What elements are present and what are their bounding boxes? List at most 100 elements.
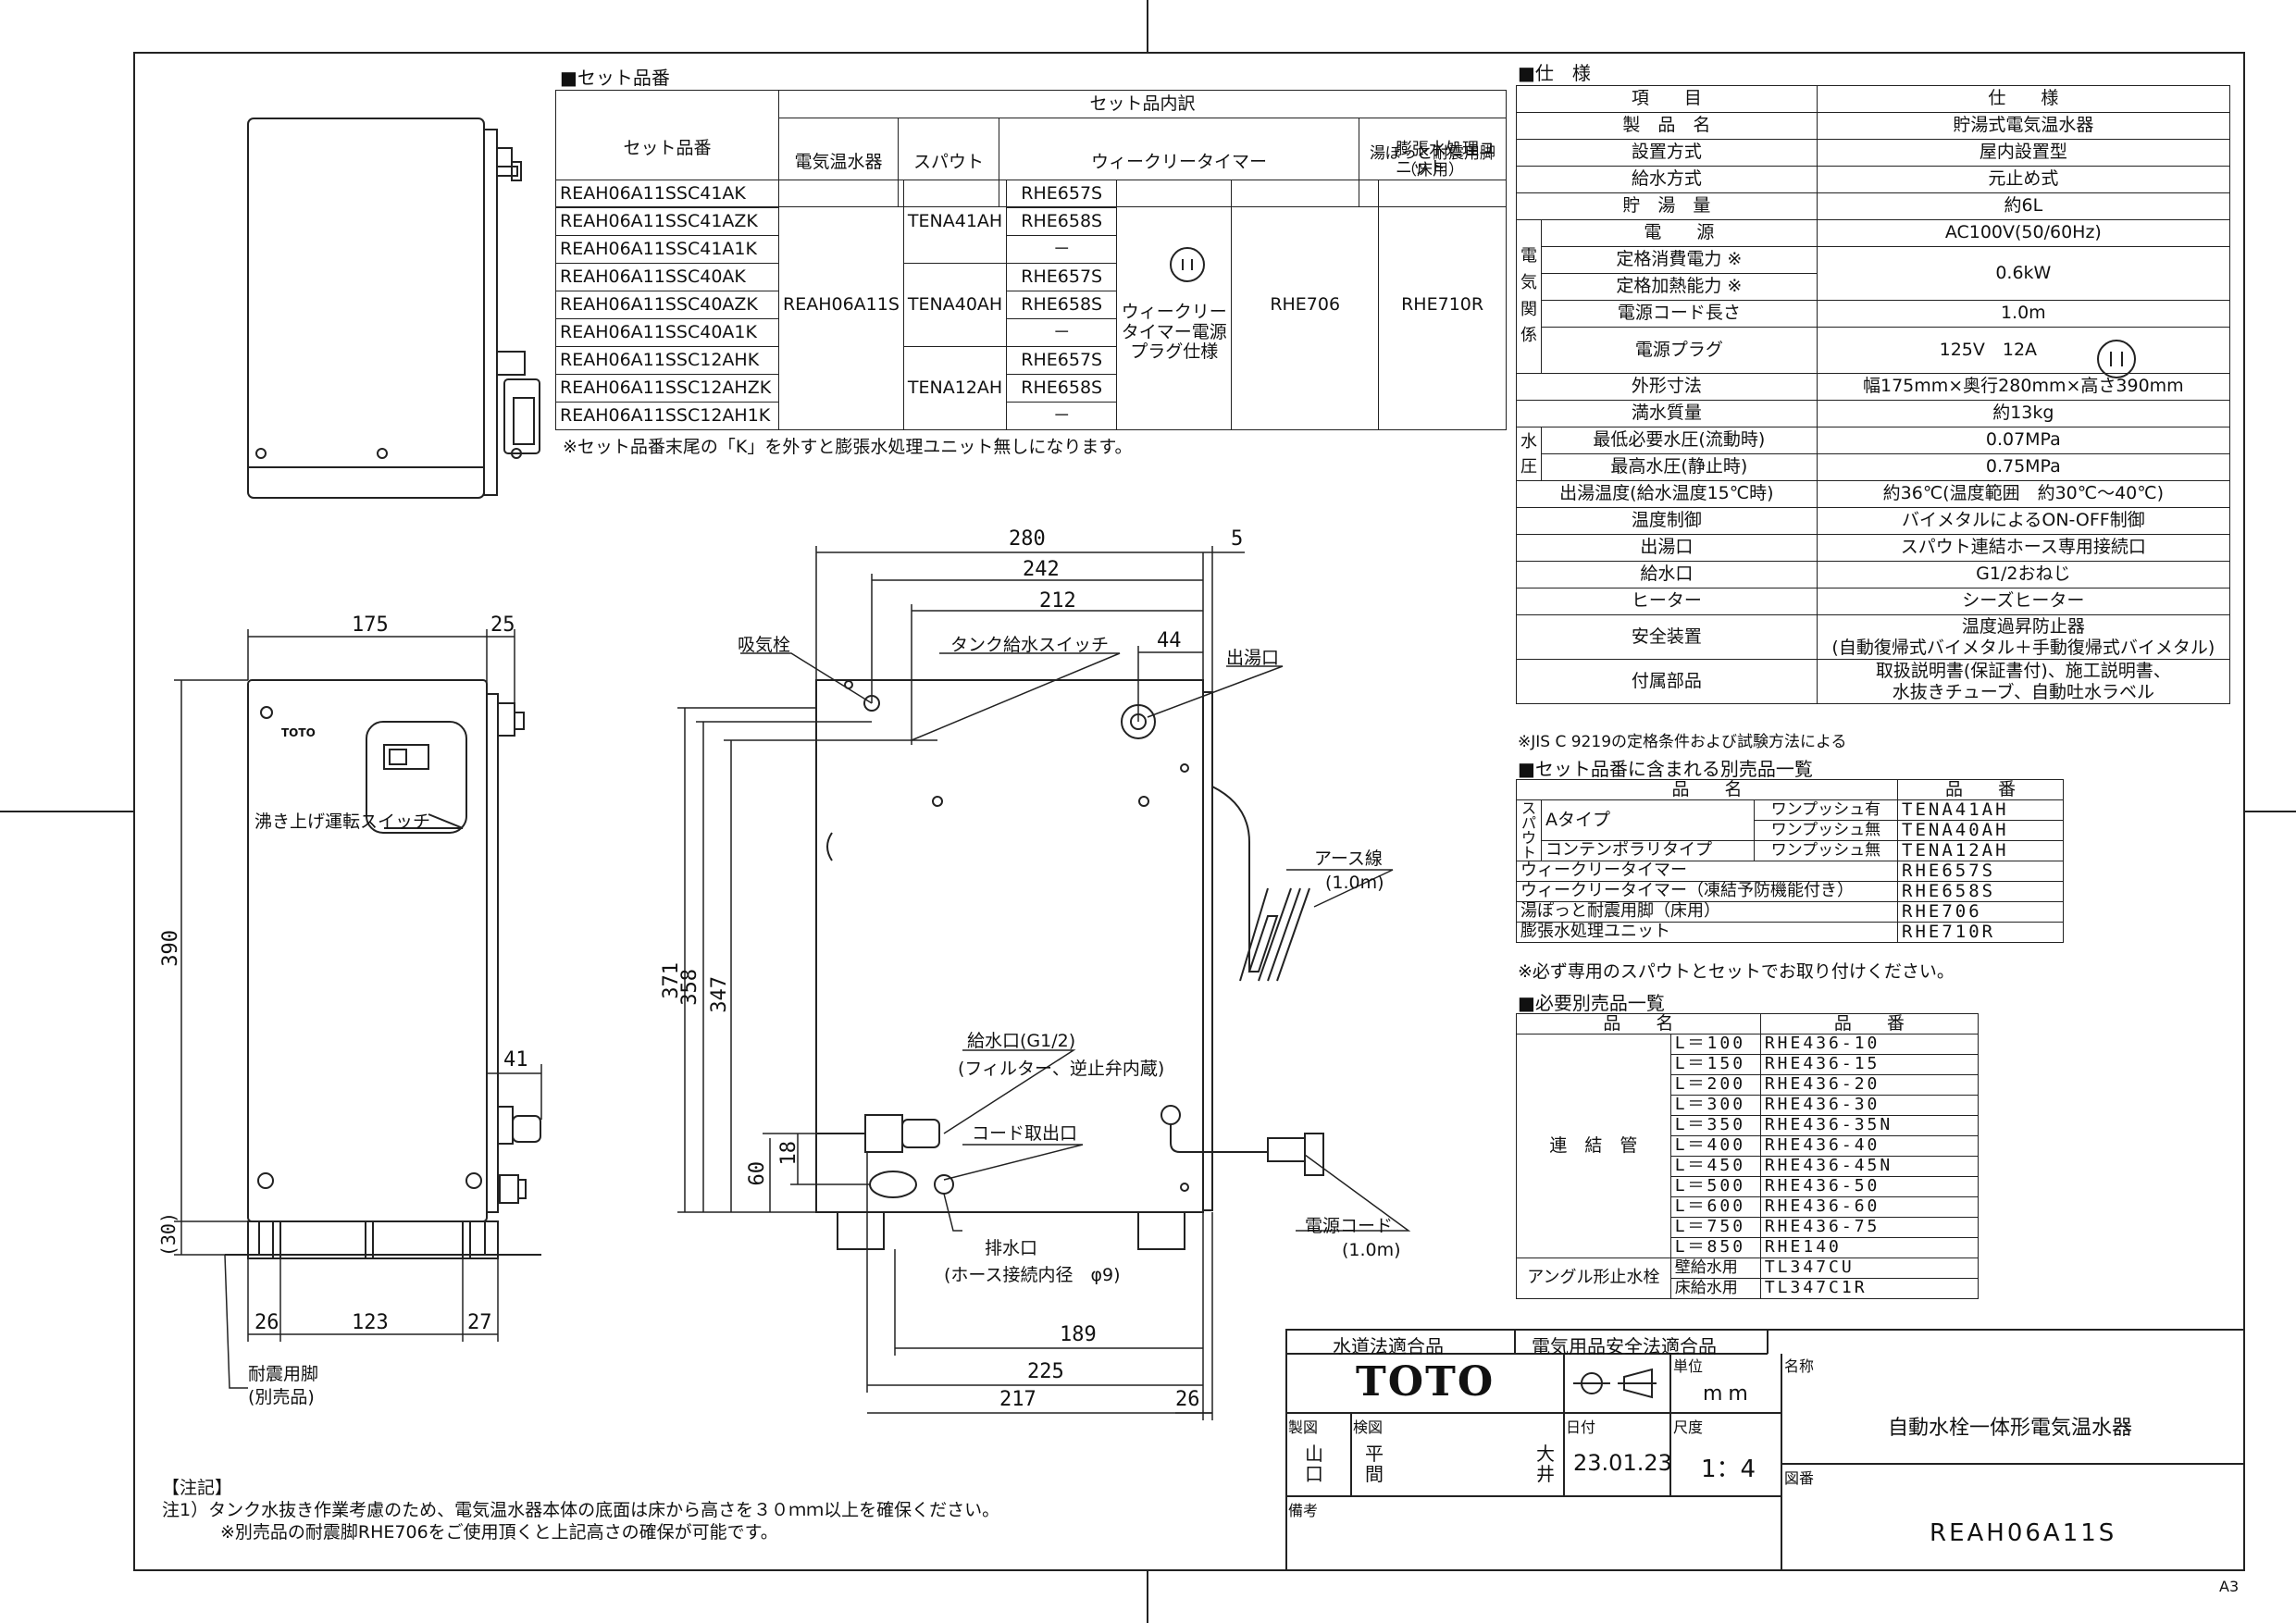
label-drain-note: (ホース接続内径 φ9) (944, 1265, 1121, 1285)
required-col-name: 品 名 (1516, 1013, 1761, 1035)
spec-key: 外形寸法 (1516, 373, 1818, 401)
dim-60: 60 (746, 1161, 769, 1186)
unit-label: 単位 (1673, 1357, 1704, 1375)
label-quake-leg-note: (別売品) (248, 1387, 315, 1407)
spec-row: 定格消費電力 ※0.6kW (1517, 246, 2231, 301)
required-col-no: 品 番 (1759, 1013, 1980, 1035)
unit-value: mm (1703, 1382, 1754, 1406)
dim-5: 5 (1231, 527, 1244, 551)
spec-key: 安全装置 (1516, 614, 1818, 660)
toto-logo: TOTO (1356, 1358, 1496, 1406)
dim-358: 358 (678, 969, 701, 1006)
spec-key: 貯 湯 量 (1516, 192, 1818, 220)
notes-title: 【注記】 (162, 1478, 233, 1498)
elec-group: 電気関係 (1516, 219, 1542, 374)
label-supply-note: (フィルター、逆止弁内蔵) (958, 1059, 1165, 1079)
set-number: REAH06A11SSC12AH1K (555, 402, 779, 430)
dim-212: 212 (1039, 589, 1076, 613)
drawno-label: 図番 (1784, 1469, 1815, 1487)
label-intake: 吸気栓 (738, 635, 791, 655)
separate-name: ウィークリータイマー（凍結予防機能付き） (1516, 881, 1898, 902)
timer-model: RHE657S (1006, 263, 1118, 291)
required-heading: ■必要別売品一覧 (1518, 992, 1665, 1014)
pipe-number: RHE436-45N (1759, 1156, 1980, 1177)
remarks-label: 備考 (1288, 1502, 1319, 1519)
spec-row: 水圧最低必要水圧(流動時)0.07MPa (1516, 427, 2231, 481)
label-outlet: 出湯口 (1226, 648, 1280, 668)
separate-name: ウィークリータイマー (1516, 861, 1898, 882)
separate-no: RHE658S (1897, 881, 2064, 902)
spec-key: 定格消費電力 ※ (1541, 246, 1818, 274)
spec-value-line: 取扱説明書(保証書付)、施工説明書、 (1875, 660, 2171, 681)
set-number: REAH06A11SSC12AHZK (555, 374, 779, 403)
spec-value: 0.75MPa (1816, 453, 2231, 481)
notes-n1: 注1）タンク水抜き作業考慮のため、電気温水器本体の底面は床から高さを３０ｍｍ以上… (162, 1500, 1000, 1520)
separate-name: 膨張水処理ユニット (1516, 922, 1898, 943)
elec-compliant: 電気用品安全法適合品 (1532, 1335, 1717, 1357)
separate-no: RHE710R (1897, 922, 2064, 943)
required-header-row: 品 名品 番 (1516, 1013, 1980, 1035)
spec-row: 満水質量約13kg (1516, 400, 2231, 427)
dim-242: 242 (1023, 558, 1060, 581)
dim-25: 25 (490, 613, 515, 637)
spec-key: 定格加熱能力 ※ (1541, 273, 1818, 301)
col-contents: セット品内訳 (778, 90, 1507, 118)
pipe-length: L＝600 (1669, 1196, 1761, 1218)
spec-note: ※JIS C 9219の定格条件および試験方法による (1518, 733, 1847, 751)
label-power-len: (1.0m) (1342, 1240, 1401, 1260)
side-view (815, 679, 1324, 1250)
dim-280: 280 (1009, 527, 1046, 551)
onepush-no: ワンプッシュ無 (1753, 840, 1899, 861)
angle-use: 床給水用 (1669, 1278, 1761, 1299)
made-label: 製図 (1288, 1419, 1319, 1436)
pipe-length: L＝350 (1669, 1115, 1761, 1136)
set-row: REAH06A11SSC12AHZK RHE658S (555, 374, 1507, 403)
made-by: 山口 (1305, 1443, 1323, 1485)
separate-no: RHE706 (1897, 901, 2064, 923)
dim-189: 189 (1060, 1323, 1097, 1346)
spec-key: 設置方式 (1516, 139, 1818, 167)
spec-value: 125V 12A (1816, 327, 2231, 374)
timer-model: RHE658S (1006, 374, 1118, 403)
dim-18: 18 (777, 1141, 800, 1166)
spec-value: AC100V(50/60Hz) (1816, 219, 2231, 247)
separate-row: 湯ぽっと耐震用脚（床用）RHE706 (1516, 901, 2064, 923)
spec-row: 最高水圧(静止時)0.75MPa (1517, 453, 2231, 481)
separate-no: TENA12AH (1897, 840, 2064, 861)
timer-model: － (1006, 402, 1118, 430)
pipe-length: L＝150 (1669, 1054, 1761, 1075)
checked-by: 平間 (1365, 1443, 1384, 1485)
pipe-label: 連 結 管 (1516, 1034, 1671, 1258)
heater-model: REAH06A11S (778, 180, 904, 430)
spec-value: 貯湯式電気温水器 (1816, 112, 2231, 140)
dim-26a: 26 (254, 1311, 279, 1334)
dim-30: (30) (157, 1212, 180, 1258)
water-group: 水圧 (1516, 427, 1542, 481)
set-number: REAH06A11SSC41A1K (555, 235, 779, 264)
date-label: 日付 (1566, 1419, 1596, 1436)
spec-key: 電源プラグ (1541, 327, 1818, 374)
dim-27: 27 (467, 1311, 492, 1334)
spec-key: 温度制御 (1516, 507, 1818, 535)
spout-label: スパウト (1516, 799, 1542, 861)
col-exp: 膨張水処理ユニット (1396, 140, 1496, 178)
a-type: Aタイプ (1541, 799, 1755, 841)
dimension-lines (174, 546, 1245, 1420)
spec-value: 幅175mm×奥行280mm×高さ390mm (1816, 373, 2231, 401)
spec-key: 電源コード長さ (1541, 300, 1818, 328)
spec-row: 貯 湯 量約6L (1516, 192, 2231, 220)
label-supply: 給水口(G1/2) (967, 1031, 1076, 1051)
pipe-number: RHE436-60 (1759, 1196, 1980, 1218)
col-exp-wrap: 膨張水処理ユニット (1392, 118, 1507, 206)
dim-217: 217 (999, 1388, 1036, 1411)
